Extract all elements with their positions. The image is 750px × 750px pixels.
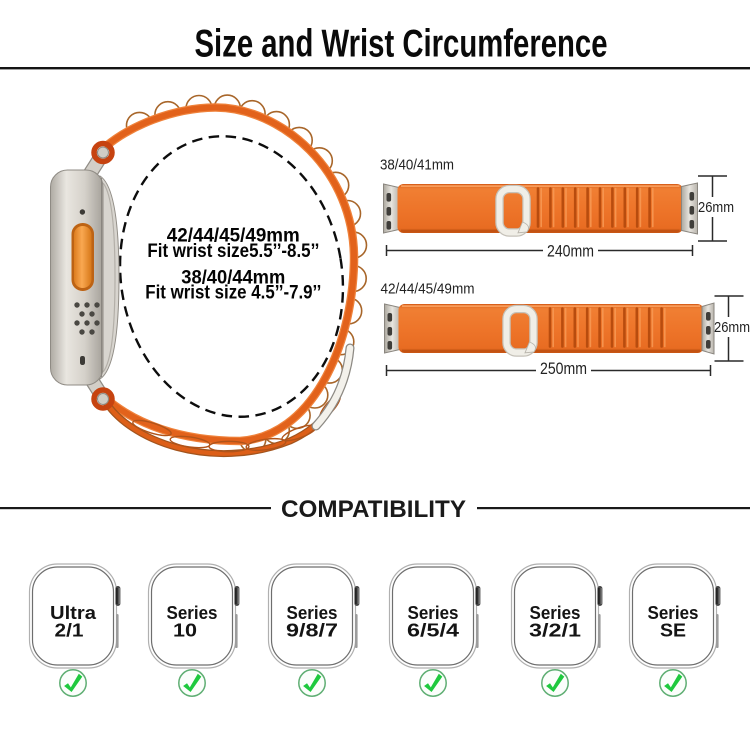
svg-text:COMPATIBILITY: COMPATIBILITY [281,496,466,523]
svg-text:38/40/44mm: 38/40/44mm [181,267,285,288]
svg-text:9/8/7: 9/8/7 [286,621,338,641]
svg-text:26mm: 26mm [698,199,734,216]
svg-text:SE: SE [660,621,686,641]
svg-text:240mm: 240mm [547,242,594,261]
svg-text:Series: Series [287,603,338,623]
svg-text:6/5/4: 6/5/4 [407,621,459,641]
svg-text:38/40/41mm: 38/40/41mm [380,157,454,174]
svg-text:Size and Wrist Circumference: Size and Wrist Circumference [195,23,608,66]
svg-text:10: 10 [173,621,197,641]
svg-text:Ultra: Ultra [50,603,97,623]
svg-text:Fit wrist size 4.5’’-7.9’’: Fit wrist size 4.5’’-7.9’’ [145,283,321,304]
svg-text:Fit wrist size5.5’’-8.5’’: Fit wrist size5.5’’-8.5’’ [147,241,319,262]
svg-text:Series: Series [408,603,459,623]
svg-text:Series: Series [167,603,218,623]
svg-text:Series: Series [530,603,581,623]
svg-text:26mm: 26mm [714,319,750,336]
svg-text:42/44/45/49mm: 42/44/45/49mm [381,281,475,298]
svg-text:3/2/1: 3/2/1 [529,621,581,641]
svg-text:2/1: 2/1 [55,621,84,641]
svg-text:Series: Series [648,603,699,623]
svg-text:42/44/45/49mm: 42/44/45/49mm [167,226,300,247]
svg-text:250mm: 250mm [540,359,587,378]
